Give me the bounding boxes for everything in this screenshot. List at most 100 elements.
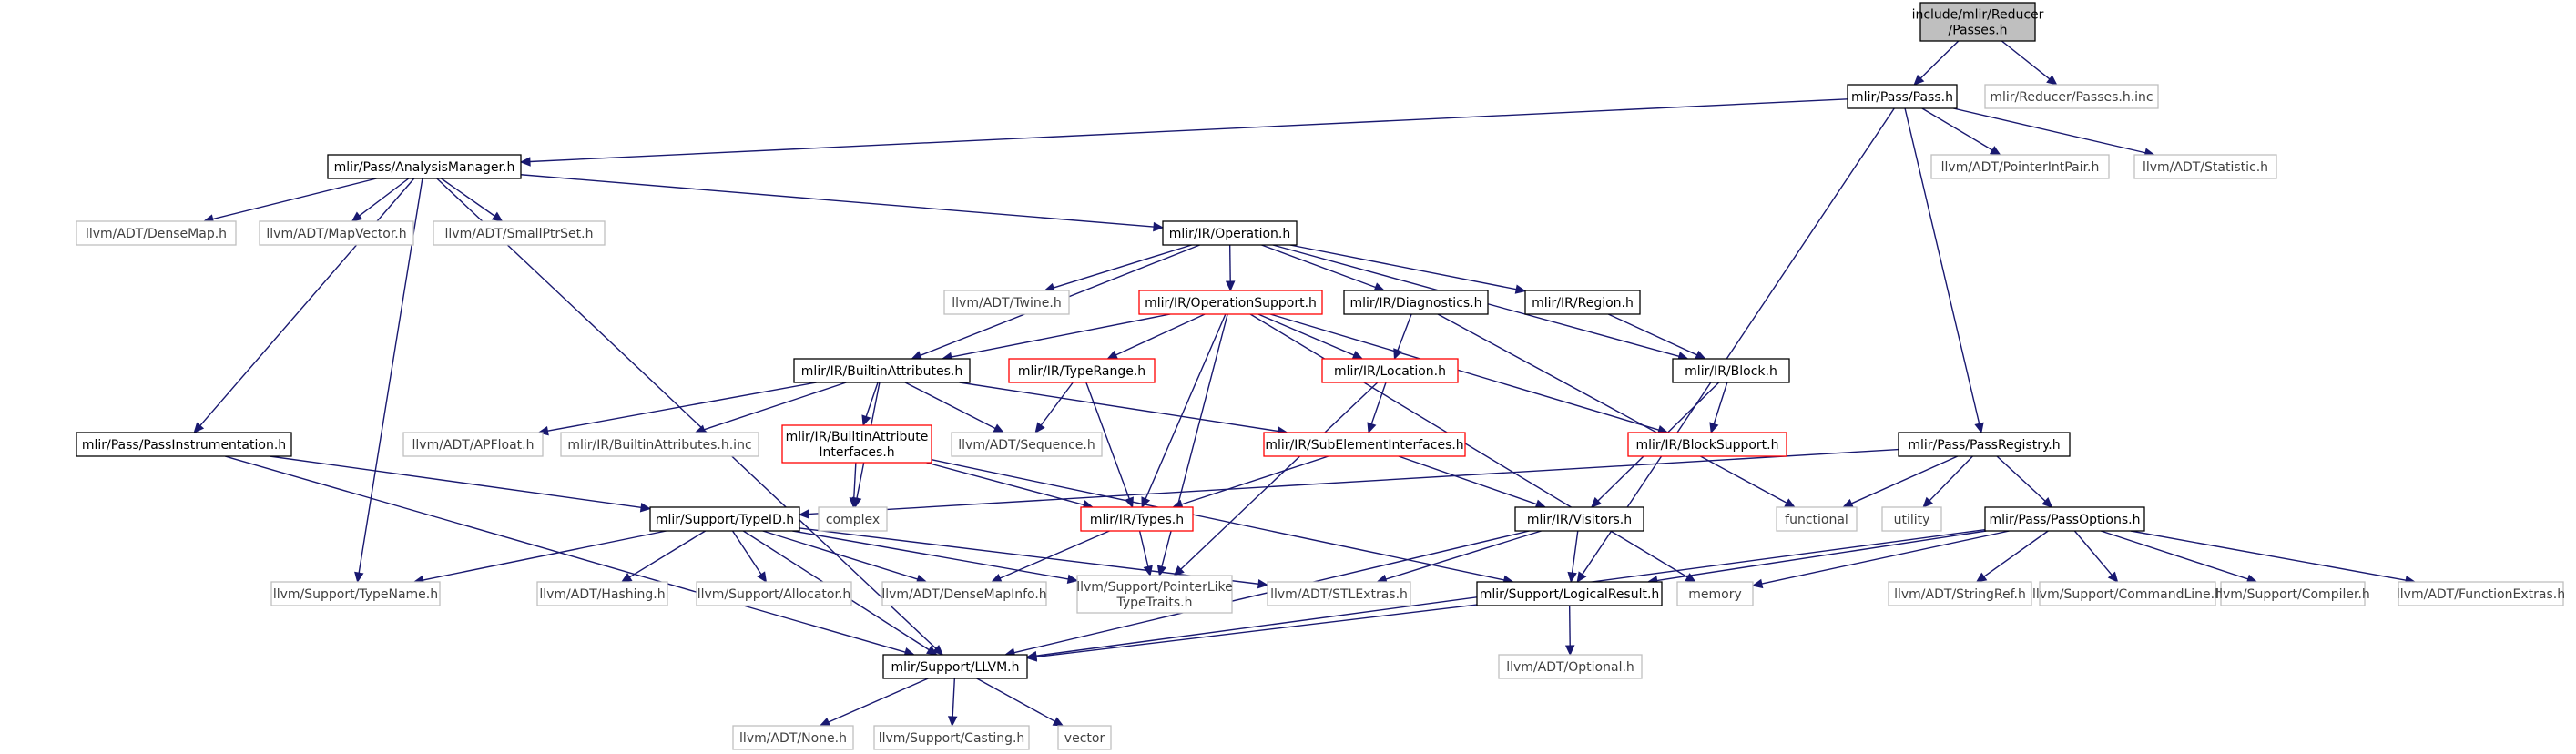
node-builtin_attributes[interactable]: mlir/IR/BuiltinAttributes.h — [793, 358, 971, 383]
node-ap_float[interactable]: llvm/ADT/APFloat.h — [402, 432, 544, 457]
node-box-command_line[interactable] — [2039, 581, 2216, 606]
node-pass_options[interactable]: mlir/Pass/PassOptions.h — [1984, 506, 2145, 532]
node-llvm_h[interactable]: mlir/Support/LLVM.h — [882, 654, 1028, 679]
node-region[interactable]: mlir/IR/Region.h — [1524, 290, 1641, 315]
node-box-compiler[interactable] — [2220, 581, 2366, 606]
node-box-pointer_like_type_traits[interactable] — [1076, 575, 1233, 614]
node-twine[interactable]: llvm/ADT/Twine.h — [943, 290, 1070, 315]
node-box-hashing[interactable] — [536, 581, 668, 606]
node-box-reducer_passes[interactable] — [1919, 2, 2036, 42]
node-vector[interactable]: vector — [1057, 725, 1112, 750]
node-box-block_support[interactable] — [1627, 432, 1787, 457]
node-operation[interactable]: mlir/IR/Operation.h — [1162, 220, 1298, 246]
node-box-llvm_h[interactable] — [882, 654, 1028, 679]
node-box-pass_options[interactable] — [1984, 506, 2145, 532]
node-block_support[interactable]: mlir/IR/BlockSupport.h — [1627, 432, 1787, 457]
node-box-utility[interactable] — [1881, 506, 1942, 532]
node-box-diagnostics[interactable] — [1343, 290, 1489, 315]
node-box-location[interactable] — [1321, 358, 1459, 383]
node-box-type_name[interactable] — [270, 581, 441, 606]
node-string_ref[interactable]: llvm/ADT/StringRef.h — [1888, 581, 2032, 606]
node-box-small_ptr_set[interactable] — [433, 220, 606, 246]
node-dense_map[interactable]: llvm/ADT/DenseMap.h — [76, 220, 237, 246]
node-pointer_int_pair[interactable]: llvm/ADT/PointerIntPair.h — [1930, 154, 2110, 179]
node-pass_registry[interactable]: mlir/Pass/PassRegistry.h — [1898, 432, 2071, 457]
node-box-vector[interactable] — [1057, 725, 1112, 750]
node-allocator[interactable]: llvm/Support/Allocator.h — [696, 581, 852, 606]
node-box-sub_element_interfaces[interactable] — [1263, 432, 1466, 457]
node-memory[interactable]: memory — [1676, 581, 1754, 606]
node-box-pass_h[interactable] — [1847, 84, 1958, 109]
node-map_vector[interactable]: llvm/ADT/MapVector.h — [259, 220, 414, 246]
node-none[interactable]: llvm/ADT/None.h — [732, 725, 854, 750]
node-sub_element_interfaces[interactable]: mlir/IR/SubElementInterfaces.h — [1263, 432, 1466, 457]
node-builtin_attributes_inc[interactable]: mlir/IR/BuiltinAttributes.h.inc — [560, 432, 759, 457]
node-box-block[interactable] — [1672, 358, 1790, 383]
node-box-visitors[interactable] — [1514, 506, 1644, 532]
node-small_ptr_set[interactable]: llvm/ADT/SmallPtrSet.h — [433, 220, 606, 246]
node-operation_support[interactable]: mlir/IR/OperationSupport.h — [1138, 290, 1323, 315]
node-types[interactable]: mlir/IR/Types.h — [1080, 506, 1194, 532]
node-box-reducer_passes_inc[interactable] — [1984, 84, 2159, 109]
node-sequence[interactable]: llvm/ADT/Sequence.h — [951, 432, 1103, 457]
node-box-pass_instrumentation[interactable] — [76, 432, 292, 457]
node-box-type_range[interactable] — [1008, 358, 1156, 383]
node-box-builtin_attributes[interactable] — [793, 358, 971, 383]
node-box-builtin_attribute_interfaces[interactable] — [781, 424, 932, 464]
node-box-none[interactable] — [732, 725, 854, 750]
node-box-dense_map_info[interactable] — [881, 581, 1047, 606]
node-box-functional[interactable] — [1776, 506, 1858, 532]
node-box-map_vector[interactable] — [259, 220, 414, 246]
node-box-type_id[interactable] — [649, 506, 800, 532]
node-command_line[interactable]: llvm/Support/CommandLine.h — [2032, 581, 2223, 606]
node-reducer_passes_inc[interactable]: mlir/Reducer/Passes.h.inc — [1984, 84, 2159, 109]
node-diagnostics[interactable]: mlir/IR/Diagnostics.h — [1343, 290, 1489, 315]
node-box-twine[interactable] — [943, 290, 1070, 315]
node-stl_extras[interactable]: llvm/ADT/STLExtras.h — [1267, 581, 1411, 606]
node-location[interactable]: mlir/IR/Location.h — [1321, 358, 1459, 383]
node-block[interactable]: mlir/IR/Block.h — [1672, 358, 1790, 383]
node-box-types[interactable] — [1080, 506, 1194, 532]
node-compiler[interactable]: llvm/Support/Compiler.h — [2215, 581, 2370, 606]
node-pass_h[interactable]: mlir/Pass/Pass.h — [1847, 84, 1958, 109]
node-hashing[interactable]: llvm/ADT/Hashing.h — [536, 581, 668, 606]
node-box-statistic[interactable] — [2133, 154, 2277, 179]
node-box-pointer_int_pair[interactable] — [1930, 154, 2110, 179]
node-box-casting[interactable] — [873, 725, 1030, 750]
node-box-builtin_attributes_inc[interactable] — [560, 432, 759, 457]
node-optional[interactable]: llvm/ADT/Optional.h — [1498, 654, 1643, 679]
node-box-optional[interactable] — [1498, 654, 1643, 679]
node-dense_map_info[interactable]: llvm/ADT/DenseMapInfo.h — [881, 581, 1047, 606]
node-casting[interactable]: llvm/Support/Casting.h — [873, 725, 1030, 750]
node-function_extras[interactable]: llvm/ADT/FunctionExtras.h — [2397, 581, 2565, 606]
node-reducer_passes[interactable]: include/mlir/Reducer/Passes.h — [1912, 2, 2044, 42]
node-analysis_manager[interactable]: mlir/Pass/AnalysisManager.h — [327, 154, 522, 179]
node-box-string_ref[interactable] — [1888, 581, 2032, 606]
node-box-memory[interactable] — [1676, 581, 1754, 606]
node-complex[interactable]: complex — [818, 506, 888, 532]
node-box-pass_registry[interactable] — [1898, 432, 2071, 457]
node-box-sequence[interactable] — [951, 432, 1103, 457]
node-visitors[interactable]: mlir/IR/Visitors.h — [1514, 506, 1644, 532]
node-type_name[interactable]: llvm/Support/TypeName.h — [270, 581, 441, 606]
node-box-allocator[interactable] — [696, 581, 852, 606]
node-box-dense_map[interactable] — [76, 220, 237, 246]
node-box-function_extras[interactable] — [2398, 581, 2564, 606]
node-box-operation[interactable] — [1162, 220, 1298, 246]
node-statistic[interactable]: llvm/ADT/Statistic.h — [2133, 154, 2277, 179]
node-logical_result[interactable]: mlir/Support/LogicalResult.h — [1476, 581, 1663, 606]
node-box-ap_float[interactable] — [402, 432, 544, 457]
node-box-analysis_manager[interactable] — [327, 154, 522, 179]
node-box-region[interactable] — [1524, 290, 1641, 315]
node-box-logical_result[interactable] — [1476, 581, 1663, 606]
node-box-stl_extras[interactable] — [1267, 581, 1411, 606]
node-functional[interactable]: functional — [1776, 506, 1858, 532]
node-type_id[interactable]: mlir/Support/TypeID.h — [649, 506, 800, 532]
node-pass_instrumentation[interactable]: mlir/Pass/PassInstrumentation.h — [76, 432, 292, 457]
node-box-operation_support[interactable] — [1138, 290, 1323, 315]
node-utility[interactable]: utility — [1881, 506, 1942, 532]
node-box-complex[interactable] — [818, 506, 888, 532]
node-type_range[interactable]: mlir/IR/TypeRange.h — [1008, 358, 1156, 383]
